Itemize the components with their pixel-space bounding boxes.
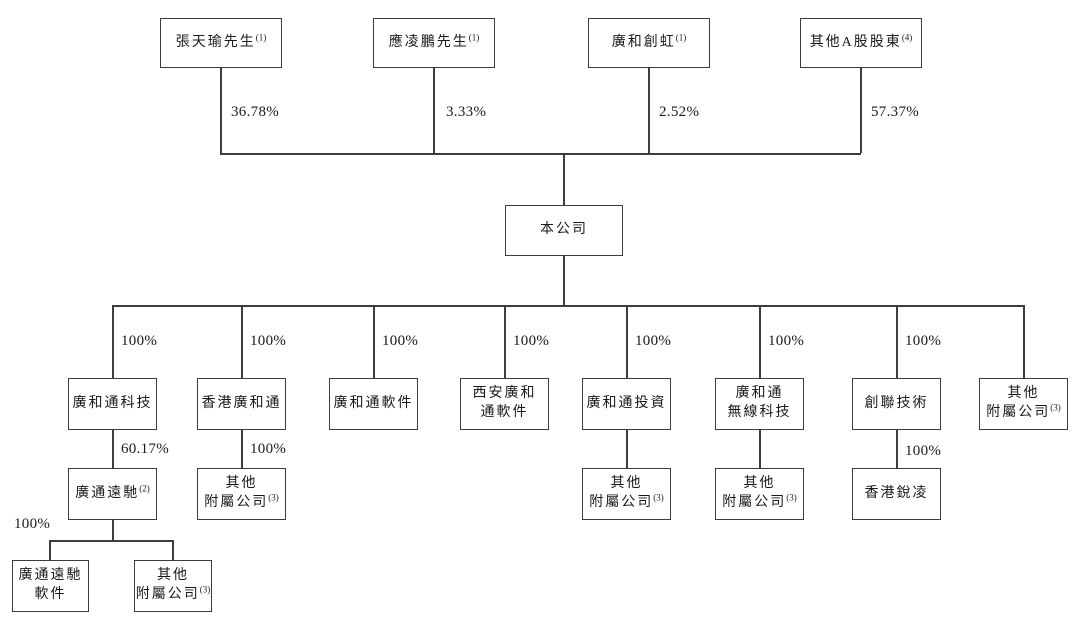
box-guangtong-yuanchi-software: 廣通遠馳 軟件 (12, 560, 89, 612)
connector-line (626, 430, 628, 468)
connector-line (220, 153, 861, 155)
box-the-company-label: 本公司 (540, 222, 588, 238)
box-other-subsidiaries-1-label: 其他 附屬公司(3) (986, 386, 1061, 420)
connector-line (241, 430, 243, 468)
connector-line (112, 430, 114, 468)
ownership-pct-investment: 100% (635, 333, 672, 349)
box-other-subsidiaries-2-label: 其他 附屬公司(3) (204, 476, 279, 510)
footnote-marker: (1) (255, 31, 267, 42)
box-hk-guanghetong: 香港廣和通 (197, 378, 286, 430)
box-other-subsidiaries-3: 其他 附屬公司(3) (582, 468, 671, 520)
ownership-pct-chuanglian: 100% (905, 333, 942, 349)
connector-line (433, 68, 435, 153)
connector-line (896, 430, 898, 468)
box-ying-lingpeng-label: 應凌鵬先生(1) (388, 31, 480, 50)
connector-line (563, 153, 565, 205)
connector-line (896, 305, 898, 378)
ownership-pct-guanghetong-tech: 100% (121, 333, 158, 349)
connector-line (626, 305, 628, 378)
footnote-marker: (3) (786, 492, 797, 503)
box-guanghetong-tech-label: 廣和通科技 (72, 395, 153, 411)
footnote-marker: (2) (139, 482, 150, 493)
footnote-marker: (3) (653, 492, 664, 503)
box-other-subsidiaries-4-label: 其他 附屬公司(3) (722, 476, 797, 510)
connector-line (373, 305, 375, 378)
box-guanghe-chuanghong-label: 廣和創虹(1) (611, 31, 687, 50)
ownership-pct-yuanchi-children: 100% (14, 516, 51, 532)
connector-line (860, 68, 862, 153)
box-guanghetong-tech: 廣和通科技 (68, 378, 157, 430)
connector-line (49, 540, 174, 542)
ownership-pct-other-sub-hk: 100% (250, 441, 287, 457)
box-other-subsidiaries-5: 其他 附屬公司(3) (134, 560, 212, 612)
box-guanghe-chuanghong: 廣和創虹(1) (588, 18, 710, 68)
footnote-marker: (4) (901, 31, 913, 42)
connector-line (49, 540, 51, 560)
ownership-pct-xian: 100% (513, 333, 550, 349)
connector-line (759, 430, 761, 468)
box-other-a-share-holders-label: 其他A股股東(4) (809, 31, 913, 50)
box-zhang-tianyu-label: 張天瑜先生(1) (175, 31, 267, 50)
connector-line (112, 305, 1025, 307)
connector-line (172, 540, 174, 560)
box-guanghetong-wireless-tech-label: 廣和通 無線科技 (727, 386, 792, 420)
box-the-company: 本公司 (505, 205, 623, 256)
connector-line (504, 305, 506, 378)
box-hk-ruiling-label: 香港銳凌 (864, 485, 929, 501)
box-other-subsidiaries-3-label: 其他 附屬公司(3) (589, 476, 664, 510)
box-hk-guanghetong-label: 香港廣和通 (201, 395, 282, 411)
box-zhang-tianyu: 張天瑜先生(1) (160, 18, 282, 68)
box-guanghetong-wireless-tech: 廣和通 無線科技 (715, 378, 804, 430)
box-other-subsidiaries-2: 其他 附屬公司(3) (197, 468, 286, 520)
ownership-pct-hk-ruiling: 100% (905, 443, 942, 459)
connector-line (112, 305, 114, 378)
box-other-subsidiaries-1: 其他 附屬公司(3) (979, 378, 1068, 430)
ownership-pct-chuanghong: 2.52% (659, 104, 700, 120)
ownership-pct-other-a: 57.37% (871, 104, 920, 120)
box-guangtong-yuanchi: 廣通遠馳(2) (68, 468, 157, 520)
box-guanghetong-software: 廣和通軟件 (329, 378, 418, 430)
box-guanghetong-software-label: 廣和通軟件 (333, 395, 414, 411)
box-xian-guanghetong-software-label: 西安廣和 通軟件 (472, 386, 537, 420)
box-other-subsidiaries-4: 其他 附屬公司(3) (715, 468, 804, 520)
connector-line (759, 305, 761, 378)
ownership-pct-ying: 3.33% (446, 104, 487, 120)
ownership-pct-zhang: 36.78% (231, 104, 280, 120)
footnote-marker: (3) (1050, 402, 1061, 413)
box-ying-lingpeng: 應凌鵬先生(1) (373, 18, 495, 68)
ownership-pct-guanghetong-software: 100% (382, 333, 419, 349)
footnote-marker: (1) (468, 31, 480, 42)
box-guangtong-yuanchi-label: 廣通遠馳(2) (75, 482, 150, 501)
box-other-subsidiaries-5-label: 其他 附屬公司(3) (135, 568, 211, 602)
box-other-a-share-holders: 其他A股股東(4) (800, 18, 922, 68)
ownership-pct-hk-guanghetong: 100% (250, 333, 287, 349)
connector-line (1023, 305, 1025, 378)
connector-line (112, 520, 114, 540)
connector-line (241, 305, 243, 378)
ownership-pct-wireless: 100% (768, 333, 805, 349)
connector-line (220, 68, 222, 153)
box-chuanglian-tech: 創聯技術 (852, 378, 941, 430)
box-guanghetong-investment-label: 廣和通投資 (586, 395, 667, 411)
footnote-marker: (3) (199, 584, 211, 595)
connector-line (563, 256, 565, 305)
box-guanghetong-investment: 廣和通投資 (582, 378, 671, 430)
box-chuanglian-tech-label: 創聯技術 (864, 395, 929, 411)
box-guangtong-yuanchi-software-label: 廣通遠馳 軟件 (18, 568, 83, 602)
box-xian-guanghetong-software: 西安廣和 通軟件 (460, 378, 549, 430)
box-hk-ruiling: 香港銳凌 (852, 468, 941, 520)
ownership-pct-yuanchi: 60.17% (121, 441, 170, 457)
connector-line (648, 68, 650, 153)
footnote-marker: (3) (268, 492, 279, 503)
footnote-marker: (1) (675, 31, 687, 42)
